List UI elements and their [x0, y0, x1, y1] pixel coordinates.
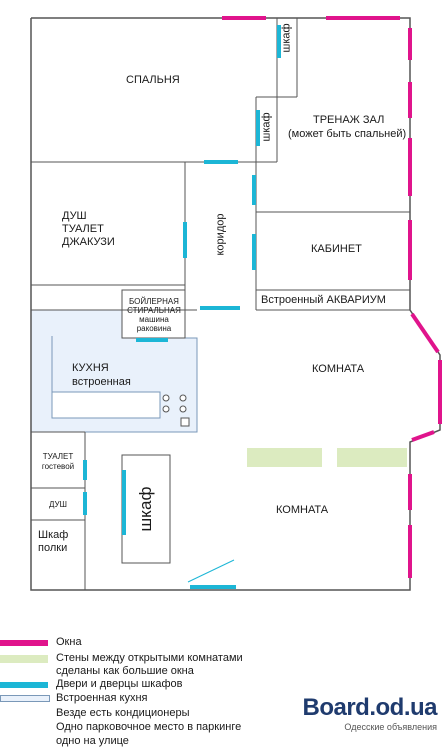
legend-glass-walls-text-2: сделаны как большие окна: [56, 665, 194, 677]
bathroom-label-3: ДЖАКУЗИ: [62, 236, 115, 248]
kitchen-label-1: КУХНЯ: [72, 362, 109, 374]
legend-doors-swatch: [0, 682, 48, 688]
glass-walls: [247, 448, 407, 467]
legend-glass-walls-text-1: Стены между открытыми комнатами: [56, 652, 243, 664]
boiler-label-3: машина: [139, 315, 169, 324]
aquarium-label: Встроенный АКВАРИУМ: [261, 294, 386, 306]
office-label: КАБИНЕТ: [311, 243, 362, 255]
legend-windows-text: Окна: [56, 636, 82, 648]
guest-toilet-label-2: гостевой: [41, 462, 75, 471]
legend-note-ac-text: Везде есть кондиционеры: [56, 707, 190, 719]
shower-label: ДУШ: [49, 500, 67, 509]
kitchen-label-2: встроенная: [72, 376, 131, 388]
floor-plan: [30, 16, 442, 591]
wardrobe-label: шкаф: [136, 486, 155, 532]
legend-note-parking-text: Одно парковочное место в паркинге: [56, 721, 242, 733]
closet-top-label: шкаф: [280, 23, 293, 53]
shelf-closet-label-2: полки: [38, 542, 68, 554]
watermark-subtitle: Одесские объявления: [344, 722, 437, 732]
room-lower-label: КОМНАТА: [276, 504, 329, 516]
legend-glass-walls-swatch: [0, 655, 48, 663]
watermark: Board.od.ua Одесские объявления: [302, 694, 437, 732]
legend-kitchen-swatch: [0, 695, 50, 702]
entry-door-swing: [187, 559, 235, 583]
boiler-label-2: СТИРАЛЬНАЯ: [127, 306, 181, 315]
legend-doors-text: Двери и дверцы шкафов: [56, 678, 183, 690]
windows: [222, 16, 442, 578]
gym-label: ТРЕНАЖ ЗАЛ: [313, 114, 385, 126]
guest-toilet-label-1: ТУАЛЕТ: [42, 452, 74, 461]
room-upper-label: КОМНАТА: [312, 363, 365, 375]
stove-knobs: [162, 394, 190, 427]
boiler-label-1: БОЙЛЕРНАЯ: [129, 297, 179, 306]
shelf-closet-label-1: Шкаф: [38, 529, 69, 541]
legend-kitchen-text: Встроенная кухня: [56, 692, 148, 704]
closet-gym-label: шкаф: [260, 112, 273, 142]
kitchen-counter-cutout: [51, 336, 161, 419]
watermark-logo-text: Board.od.ua: [302, 694, 437, 721]
gym-note-label: (может быть спальней): [288, 128, 407, 140]
bedroom-label: СПАЛЬНЯ: [126, 74, 180, 86]
corridor-label: коридор: [214, 213, 227, 256]
bathroom-label-2: ТУАЛЕТ: [62, 223, 104, 235]
bathroom-label-1: ДУШ: [62, 210, 87, 222]
legend-note-street-text: одно на улице: [56, 735, 129, 747]
boiler-label-4: раковина: [136, 324, 172, 333]
doors: [83, 25, 281, 589]
legend-windows-swatch: [0, 640, 48, 646]
